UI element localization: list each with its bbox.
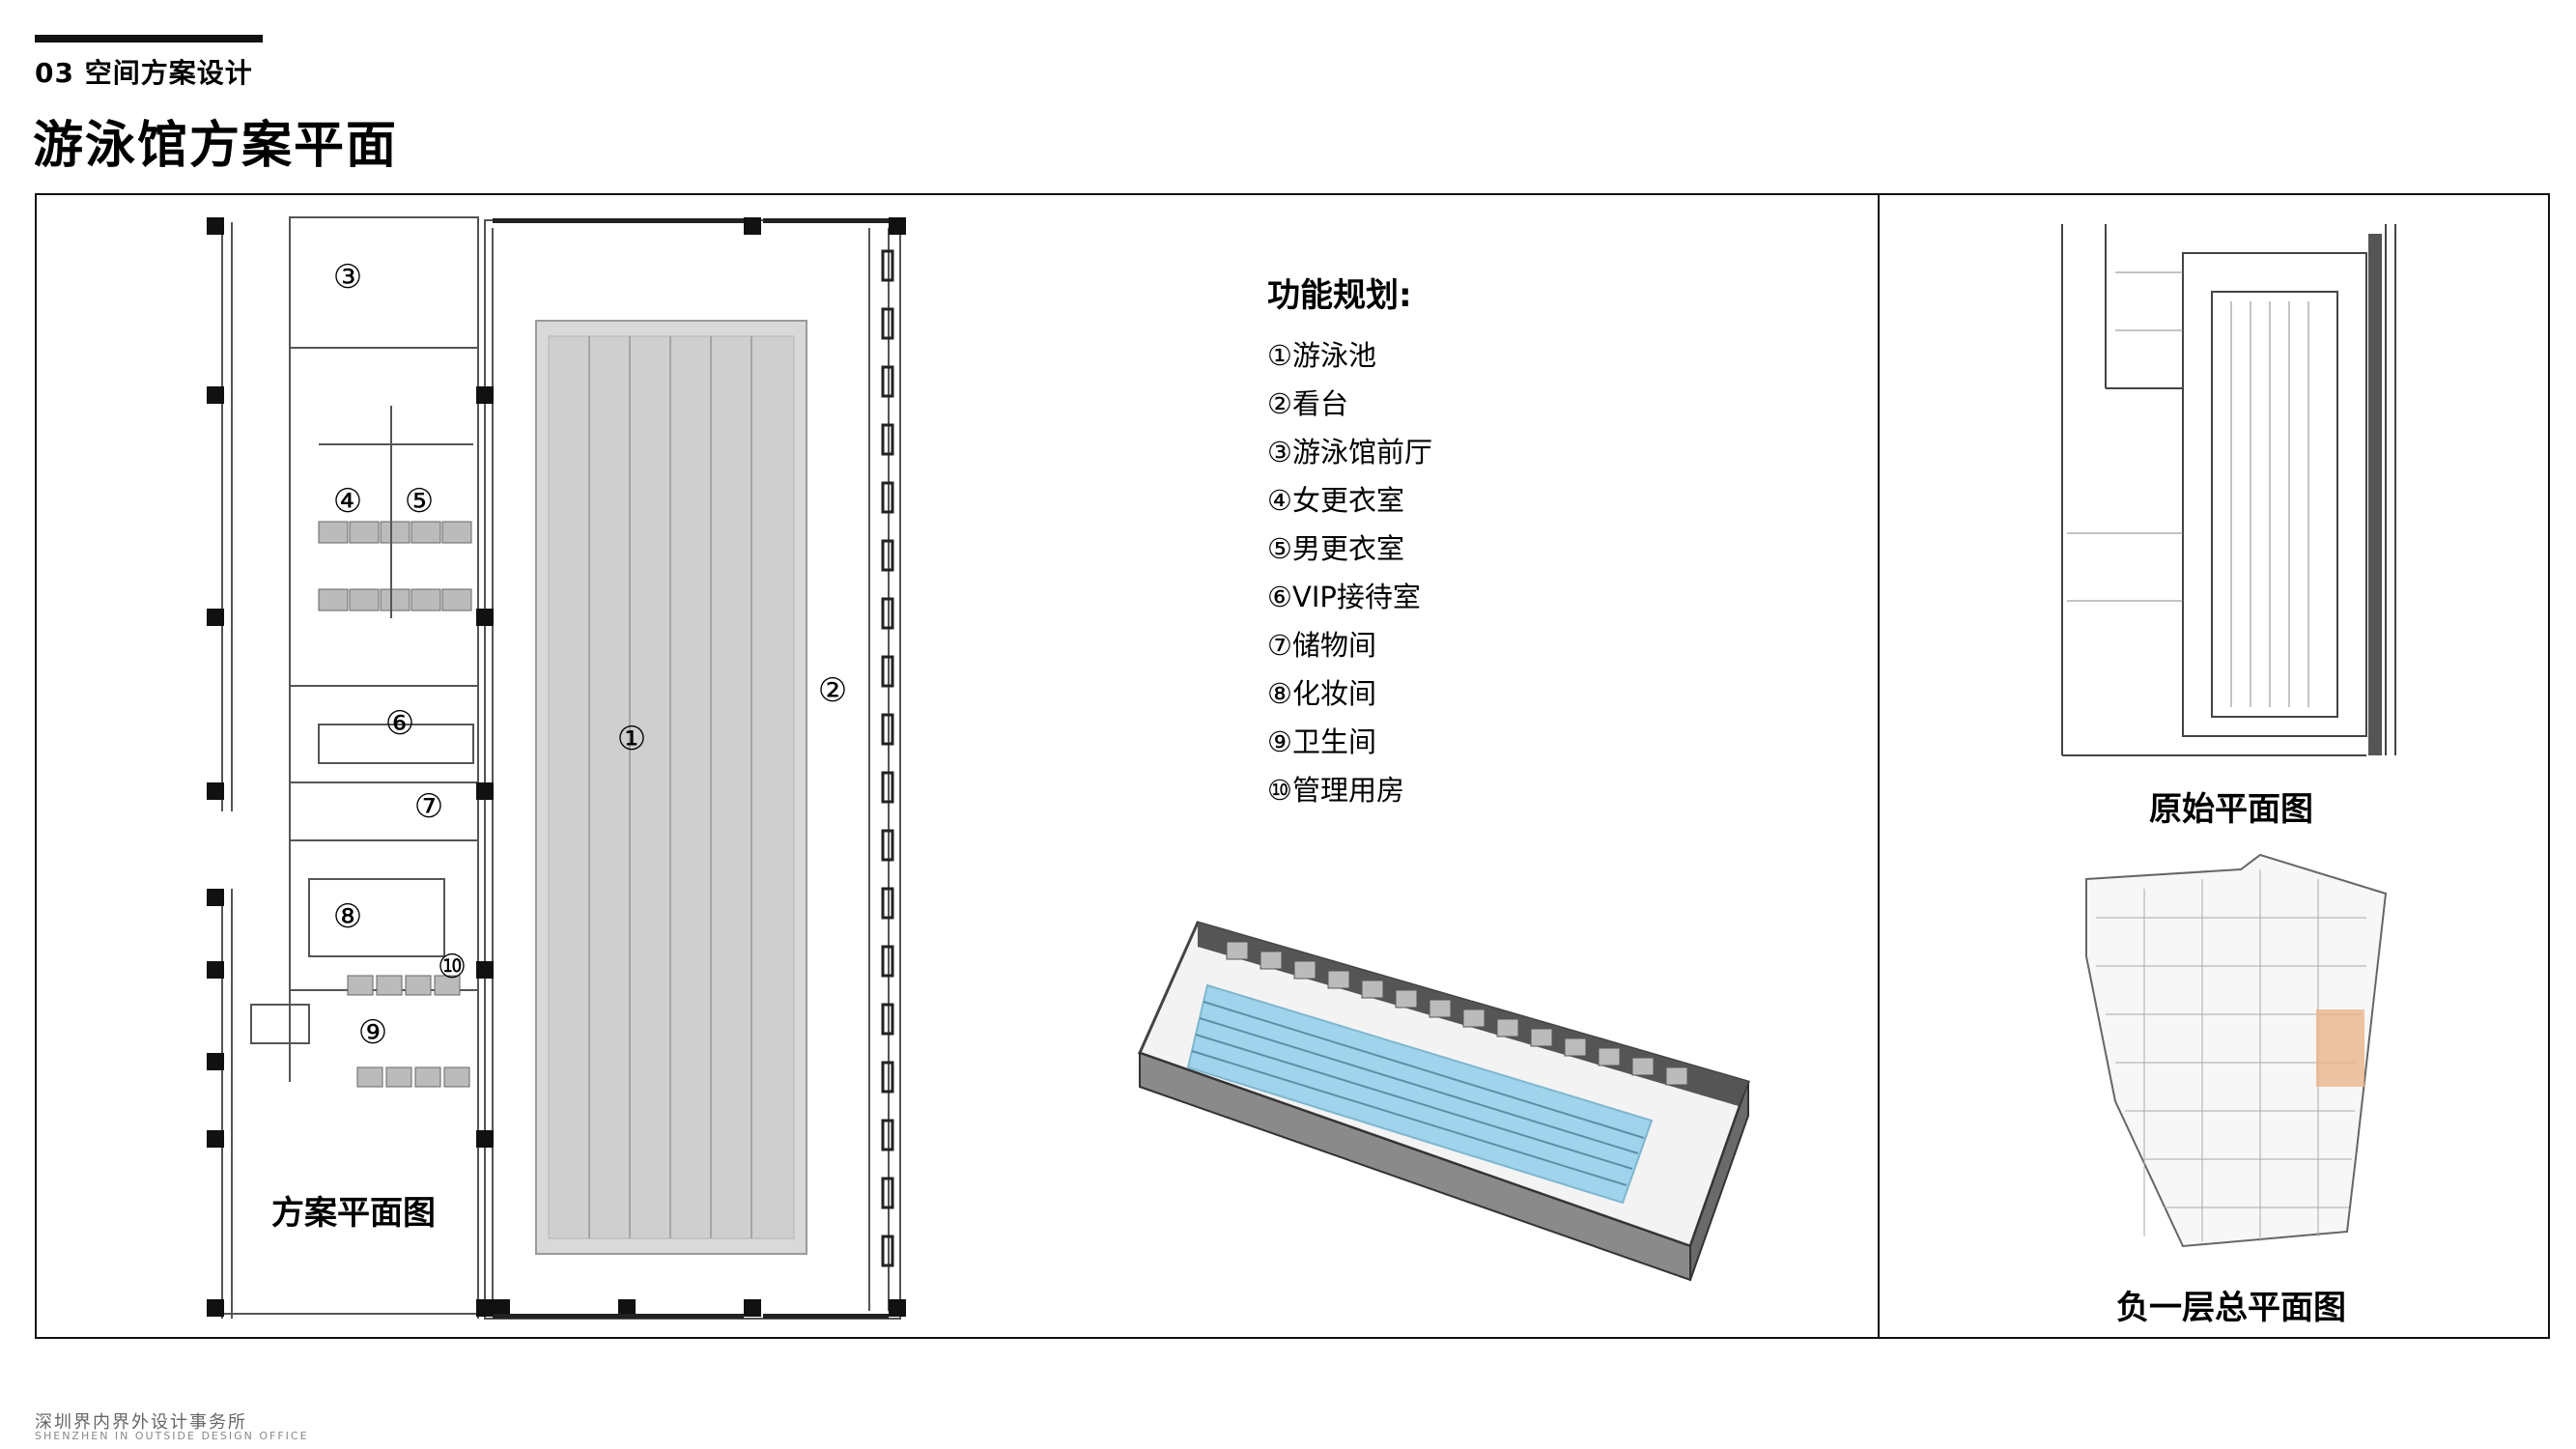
content-frame xyxy=(35,193,2550,1339)
legend-item: ⑨卫生间 xyxy=(1267,725,1376,758)
plan-marker-7: ⑦ xyxy=(414,787,443,826)
company-name-cn: 深圳界内界外设计事务所 xyxy=(35,1412,247,1433)
legend-item: ⑧化妆间 xyxy=(1267,677,1376,710)
plan-marker-10: ⑩ xyxy=(438,948,467,986)
header-rule xyxy=(35,35,263,43)
plan-marker-8: ⑧ xyxy=(333,897,362,936)
function-legend: 功能规划: ①游泳池 ②看台 ③游泳馆前厅 ④女更衣室 ⑤男更衣室 ⑥VIP接待… xyxy=(1267,269,1432,814)
legend-item: ②看台 xyxy=(1267,387,1348,420)
plan-marker-3: ③ xyxy=(333,258,362,297)
legend-item: ③游泳馆前厅 xyxy=(1267,436,1432,469)
plan-marker-6: ⑥ xyxy=(385,704,414,743)
legend-title: 功能规划: xyxy=(1267,276,1412,315)
pool-area-highlight xyxy=(2316,1009,2364,1087)
plan-marker-5: ⑤ xyxy=(405,482,434,521)
plan-caption: 方案平面图 xyxy=(271,1194,436,1233)
frame-divider xyxy=(1878,193,1880,1339)
legend-item: ⑩管理用房 xyxy=(1267,774,1404,807)
legend-item: ⑦储物间 xyxy=(1267,629,1376,662)
legend-item: ⑤男更衣室 xyxy=(1267,532,1404,565)
plan-marker-1: ① xyxy=(617,720,646,758)
basement-plan-caption: 负一层总平面图 xyxy=(2116,1289,2346,1327)
company-name-en: SHENZHEN IN OUTSIDE DESIGN OFFICE xyxy=(35,1430,309,1442)
original-plan-caption: 原始平面图 xyxy=(2149,790,2313,829)
legend-item: ⑥VIP接待室 xyxy=(1267,581,1421,613)
legend-item: ①游泳池 xyxy=(1267,339,1376,372)
page-title: 游泳馆方案平面 xyxy=(33,117,399,175)
legend-item: ④女更衣室 xyxy=(1267,484,1404,517)
plan-marker-9: ⑨ xyxy=(358,1013,387,1052)
plan-marker-2: ② xyxy=(818,671,847,710)
plan-marker-4: ④ xyxy=(333,482,362,521)
pool-isometric-render xyxy=(1137,921,1750,1282)
floor-plan-drawing: ③ ④ ⑤ ⑥ ⑦ ⑧ ⑩ ⑨ ① ② 方案平面图 xyxy=(207,216,906,1320)
original-plan-thumbnail xyxy=(2061,224,2396,756)
section-label: 03 空间方案设计 xyxy=(35,57,253,89)
basement-plan-thumbnail xyxy=(2085,853,2388,1248)
